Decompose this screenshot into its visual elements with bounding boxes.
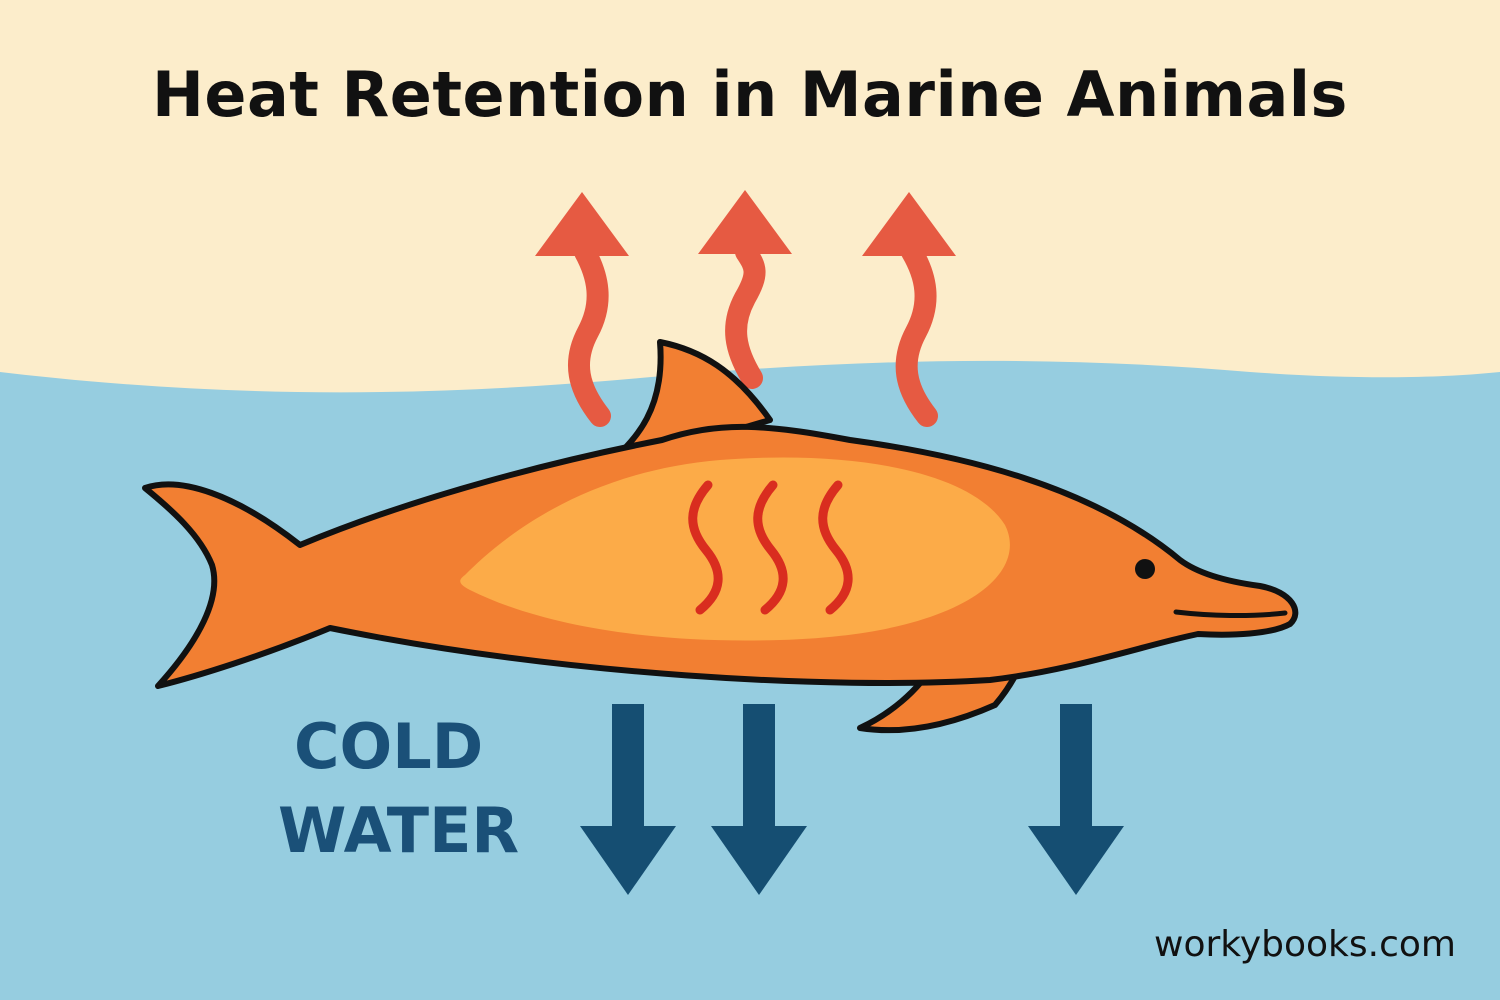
cold-label-line1: COLD xyxy=(294,710,484,783)
down-arrow-icon xyxy=(612,704,644,828)
heat-wave-icon xyxy=(818,480,853,615)
page-title: Heat Retention in Marine Animals xyxy=(152,58,1348,131)
wavy-up-arrow-icon xyxy=(725,241,766,389)
heat-wave-icon xyxy=(688,480,723,615)
wavy-up-arrow-icon xyxy=(895,241,938,427)
arrowhead-icon xyxy=(698,190,792,254)
dolphin-dorsal-fin xyxy=(597,339,773,473)
body-heat-waves xyxy=(688,480,853,615)
arrowhead-icon xyxy=(580,826,676,895)
dolphin-icon xyxy=(142,339,1299,734)
arrowhead-icon xyxy=(535,192,629,256)
arrowhead-icon xyxy=(862,192,956,256)
down-arrow-icon xyxy=(743,704,775,828)
heat-wave-icon xyxy=(753,480,788,615)
dolphin-warm-core xyxy=(460,457,1010,641)
cold-label-line2: WATER xyxy=(278,794,520,867)
dolphin-mouth xyxy=(1173,609,1288,619)
cold-arrows xyxy=(580,704,1124,895)
dolphin-eye xyxy=(1135,559,1155,579)
cold-arrow-3 xyxy=(1028,704,1124,895)
cold-arrow-1 xyxy=(580,704,676,895)
heat-arrow-1 xyxy=(535,192,629,427)
heat-arrows xyxy=(535,190,956,427)
cold-arrow-2 xyxy=(711,704,807,895)
wavy-up-arrow-icon xyxy=(567,241,611,427)
down-arrow-icon xyxy=(1060,704,1092,828)
heat-arrow-2 xyxy=(698,190,792,389)
footer-site-credit: workybooks.com xyxy=(1154,924,1456,965)
arrowhead-icon xyxy=(711,826,807,895)
arrowhead-icon xyxy=(1028,826,1124,895)
heat-arrow-3 xyxy=(862,192,956,427)
